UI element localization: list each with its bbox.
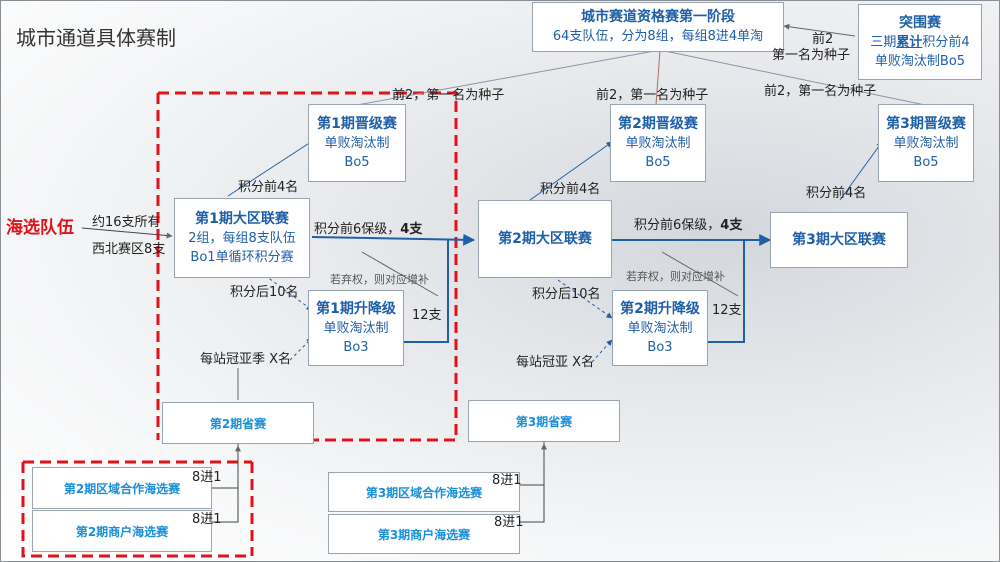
s3-coop-box: 第3期区域合作海选赛 (328, 472, 520, 512)
s1-releg-line1: 单败淘汰制 (323, 320, 389, 336)
s3-promo-line1: 单败淘汰制 (893, 135, 959, 151)
s2-forfeit-note: 若弃权，则对应增补 (626, 270, 725, 283)
breakout-title: 突围赛 (899, 14, 941, 31)
s1-league-to-s2league (311, 233, 476, 246)
s2-promo-title: 第2期晋级赛 (618, 115, 698, 132)
s1-promo-box: 第1期晋级赛 单败淘汰制 Bo5 (308, 104, 406, 182)
breakout-note-1: 前2 (812, 32, 834, 47)
qualifier-to-s2promo (655, 49, 661, 106)
s2-champ-to-releg (591, 339, 613, 363)
s3-promo-box: 第3期晋级赛 单败淘汰制 Bo5 (878, 104, 974, 182)
s2-bottom10-label: 积分后10名 (532, 287, 601, 302)
s3-merchant-title: 第3期商户海选赛 (377, 527, 471, 542)
s2-top4-label: 积分前4名 (540, 182, 601, 197)
s1-champ-label: 每站冠亚季 X名 (200, 352, 292, 367)
s3-league-to-promo (839, 141, 883, 201)
s3-league-title: 第3期大区联赛 (792, 231, 886, 248)
s1-twelve-label: 12支 (412, 308, 442, 323)
s1-releg-title: 第1期升降级 (316, 300, 396, 317)
s2-coop-title: 第2期区域合作海选赛 (63, 481, 181, 496)
s2-province-title: 第2期省赛 (209, 416, 267, 431)
s2-province-box: 第2期省赛 (162, 402, 314, 444)
s3-qual-to-province (520, 442, 545, 523)
s2-league-to-promo (529, 141, 613, 201)
s2-seed-note: 前2，第一名为种子 (596, 88, 709, 103)
breakout-to-qualifier (783, 23, 856, 37)
s3-coop-title: 第3期区域合作海选赛 (365, 485, 483, 500)
s3-province-box: 第3期省赛 (468, 400, 620, 442)
s2-coop-box: 第2期区域合作海选赛 (32, 467, 212, 509)
breakout-line1: 三期累计积分前4 (870, 34, 970, 50)
s1-seed-note: 前2，第一名为种子 (392, 88, 505, 103)
s1-promo-title: 第1期晋级赛 (317, 115, 397, 132)
s3-seed-note: 前2，第一名为种子 (764, 84, 877, 99)
season2-qualifier-region-outline (21, 460, 254, 558)
s2-league-box: 第2期大区联赛 (478, 200, 612, 278)
s2-champ-label: 每站冠亚 X名 (516, 355, 595, 370)
s2-forfeit-line (661, 251, 739, 297)
qualifier-desc: 64支队伍，分为8组，每组8进4单淘 (552, 29, 764, 44)
s3-merchant-box: 第3期商户海选赛 (328, 514, 520, 554)
s1-promo-line1: 单败淘汰制 (324, 135, 390, 151)
s1-league-line1: 2组，每组8支队伍 (188, 230, 296, 246)
qualifier-stage-box: 城市赛道资格赛第一阶段 64支队伍，分为8组，每组8进4单淘 (532, 2, 784, 52)
s1-releg-line2: Bo3 (343, 339, 369, 355)
s1-top4-label: 积分前4名 (238, 180, 299, 195)
entry-note-1: 约16支所有 (92, 215, 161, 230)
s1-league-line2: Bo1单循环积分赛 (190, 249, 294, 265)
s3-province-title: 第3期省赛 (515, 414, 573, 429)
s2-merchant-title: 第2期商户海选赛 (75, 524, 169, 539)
s2-promo-box: 第2期晋级赛 单败淘汰制 Bo5 (610, 104, 706, 182)
qualifier-to-s3promo (659, 49, 926, 106)
s2-releg-title: 第2期升降级 (620, 300, 700, 317)
breakout-box: 突围赛 三期累计积分前4 单败淘汰制Bo5 (858, 4, 982, 80)
s2-league-to-releg (557, 279, 613, 319)
s3-promo-title: 第3期晋级赛 (886, 115, 966, 132)
entry-arrow (81, 227, 173, 239)
s3-eight2-label: 8进1 (494, 515, 524, 530)
s2-releg-line2: Bo3 (647, 339, 673, 355)
s1-league-to-promo (227, 139, 315, 197)
s1-forfeit-line (361, 251, 439, 297)
entry-note-2: 西北赛区8支 (92, 242, 166, 257)
s1-league-title: 第1期大区联赛 (195, 210, 289, 227)
s1-releg-box: 第1期升降级 单败淘汰制 Bo3 (308, 290, 404, 366)
qualifier-to-s1promo (356, 49, 661, 106)
breakout-note-2: 第一名为种子 (772, 48, 851, 63)
s1-forfeit-note: 若弃权，则对应增补 (330, 273, 429, 286)
s2-releg-box: 第2期升降级 单败淘汰制 Bo3 (612, 290, 708, 366)
page-title: 城市通道具体赛制 (16, 26, 176, 50)
s2-releg-to-s3league (708, 240, 745, 343)
s2-eight2-label: 8进1 (192, 512, 222, 527)
s3-league-box: 第3期大区联赛 (770, 212, 908, 268)
breakout-line2: 单败淘汰制Bo5 (874, 53, 966, 69)
s1-bottom10-label: 积分后10名 (230, 285, 299, 300)
s2-keep-label: 积分前6保级，4支 (634, 218, 743, 233)
s2-promo-line2: Bo5 (645, 154, 671, 170)
s2-twelve-label: 12支 (712, 303, 742, 318)
s2-league-title: 第2期大区联赛 (498, 230, 592, 247)
s2-releg-line1: 单败淘汰制 (627, 320, 693, 336)
s1-league-box: 第1期大区联赛 2组，每组8支队伍 Bo1单循环积分赛 (174, 198, 310, 278)
s3-eight1-label: 8进1 (492, 473, 522, 488)
s2-merchant-box: 第2期商户海选赛 (32, 510, 212, 552)
s1-promo-line2: Bo5 (344, 154, 370, 170)
qualifier-title: 城市赛道资格赛第一阶段 (581, 9, 735, 25)
s3-promo-line2: Bo5 (913, 154, 939, 170)
s2-eight1-label: 8进1 (192, 470, 222, 485)
s1-keep-label: 积分前6保级，4支 (314, 222, 423, 237)
s1-releg-to-s2league (404, 240, 449, 343)
s3-top4-label: 积分前4名 (806, 186, 867, 201)
entry-teams-label: 海选队伍 (6, 218, 74, 238)
s2-promo-line1: 单败淘汰制 (625, 135, 691, 151)
